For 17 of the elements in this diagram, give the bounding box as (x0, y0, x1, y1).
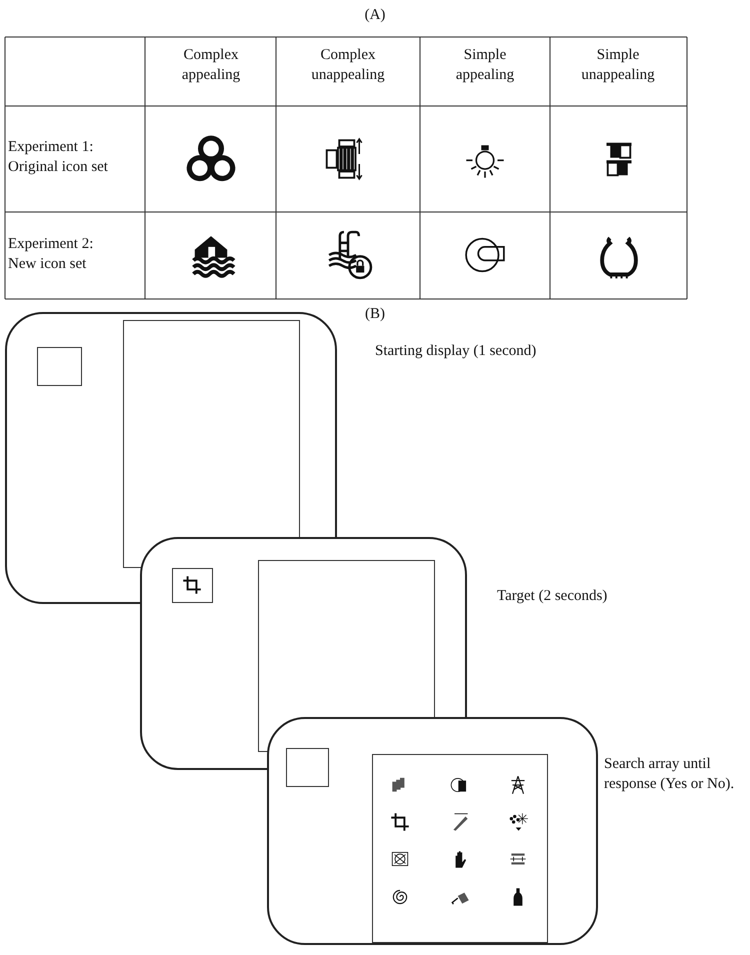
caption-text: Starting display (1 second) (375, 342, 538, 361)
column-header: Simple unappealing (580, 46, 656, 84)
cue-box (37, 347, 82, 386)
display-screen-dialog (267, 717, 598, 945)
caption-text: Target (2 seconds) (497, 587, 608, 606)
display-area (372, 754, 548, 943)
cue-box (172, 568, 213, 603)
column-header: Simple appealing (454, 46, 516, 84)
caption-text: Search array until response (Yes or No). (604, 755, 736, 794)
column-header: Complex appealing (180, 46, 242, 84)
cue-box (286, 748, 329, 787)
row-header: Experiment 2: New icon set (8, 235, 94, 274)
display-area (123, 320, 300, 568)
panel-label: (B) (364, 305, 386, 324)
panel-label: (A) (364, 6, 386, 25)
row-header: Experiment 1: Original icon set (8, 138, 109, 176)
column-header: Complex unappealing (310, 46, 386, 84)
